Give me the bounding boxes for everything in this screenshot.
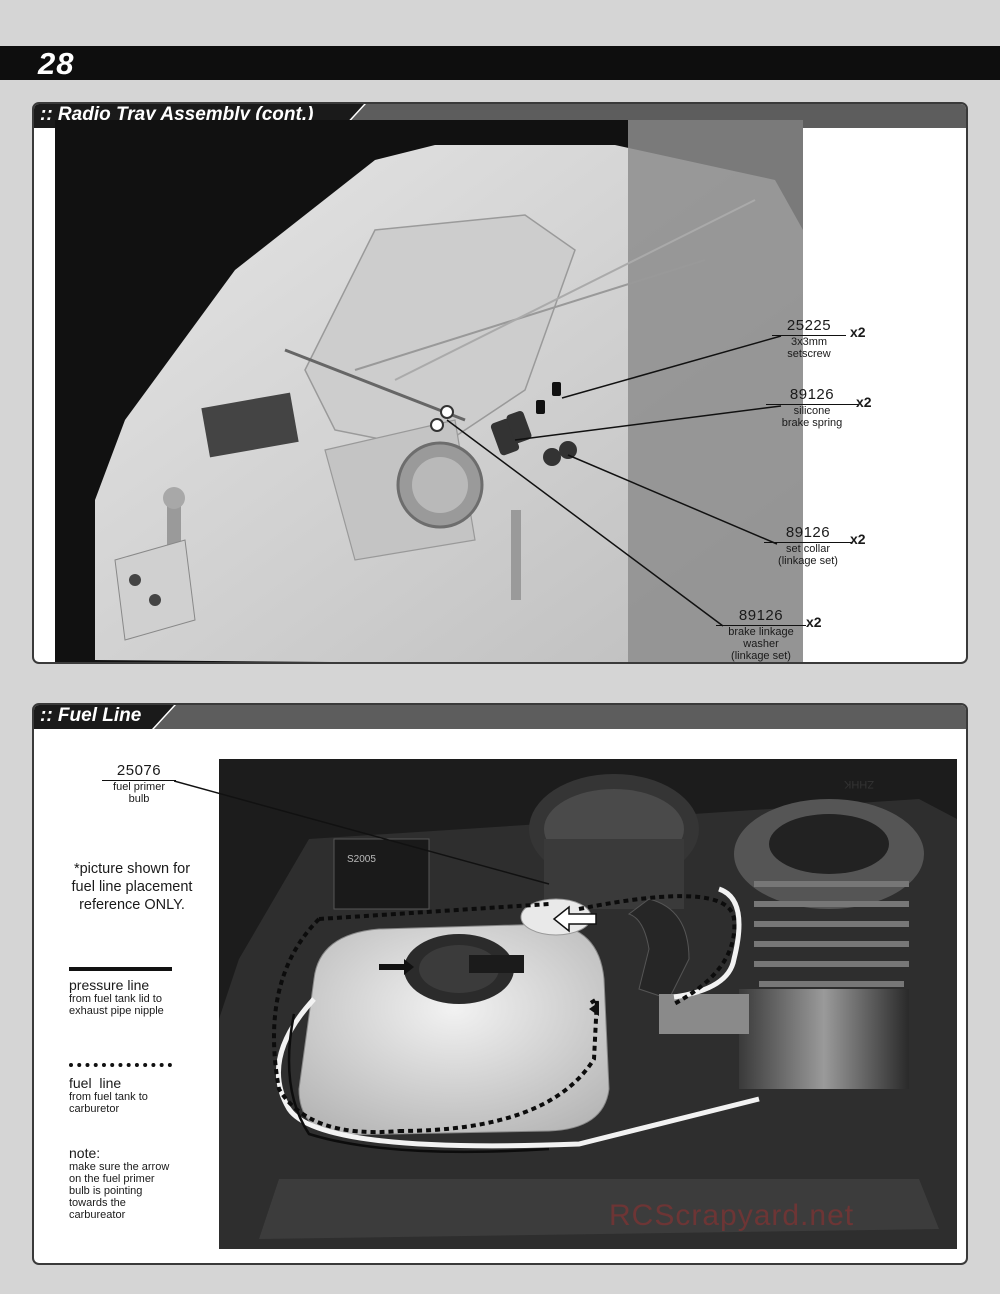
watermark: RCScrapyard.net (609, 1199, 855, 1232)
fuel-line-section: :: Fuel Line S2005 (32, 703, 968, 1265)
engine-label: ZHHK (843, 778, 874, 790)
radio-tray-section: :: Radio Tray Assembly (cont.) (32, 102, 968, 664)
fuel-line-title: :: Fuel Line (40, 705, 142, 726)
callout-fuel-primer-bulb: 25076 fuel primer bulb (102, 762, 176, 805)
callout-brake-washer: 89126 brake linkage washer (linkage set) (716, 607, 806, 662)
legend-fuel-line-swatch (69, 1063, 172, 1067)
fuel-line-engine-photo: S2005 ZHHK (219, 759, 957, 1249)
qty-brake-spring: x2 (856, 394, 872, 410)
callout-brake-spring: 89126 silicone brake spring (766, 386, 858, 429)
qty-setscrew: x2 (850, 324, 866, 340)
primer-direction-note: note: make sure the arrow on the fuel pr… (69, 1145, 170, 1221)
page-number: 28 (38, 46, 75, 81)
legend-pressure-line: pressure line from fuel tank lid to exha… (69, 977, 164, 1017)
page-header-bar (0, 46, 1000, 80)
bulb-leader-line (174, 780, 550, 885)
reference-note: *picture shown for fuel line placement r… (71, 861, 193, 913)
qty-brake-washer: x2 (806, 614, 822, 630)
callout-setscrew: 25225 3x3mm setscrew (772, 317, 846, 360)
qty-set-collar: x2 (850, 531, 866, 547)
radio-tray-cad-illustration (55, 120, 803, 662)
radio-tray-title: :: Radio Tray Assembly (cont.) (40, 104, 314, 125)
legend-fuel-line: fuel line from fuel tank to carburetor (69, 1075, 148, 1115)
legend-pressure-line-swatch (69, 967, 172, 971)
callout-set-collar: 89126 set collar (linkage set) (764, 524, 852, 567)
servo-label: S2005 (347, 854, 376, 865)
